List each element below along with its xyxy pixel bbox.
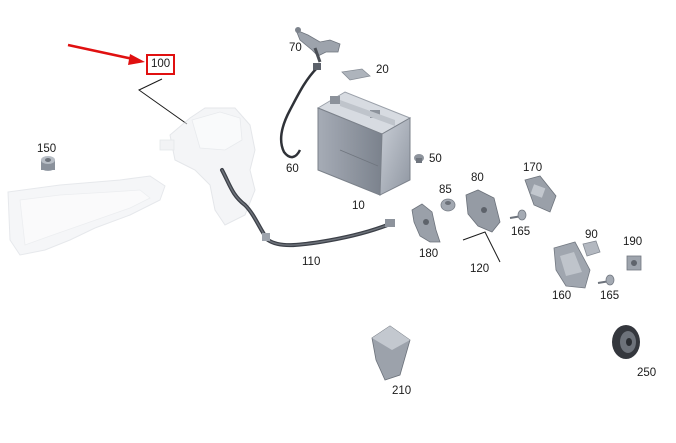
- callout-150[interactable]: 150: [37, 143, 57, 155]
- leader-line-100: [138, 78, 188, 125]
- part-110-cable[interactable]: [220, 168, 395, 248]
- part-100-housing[interactable]: [7, 107, 256, 256]
- part-85-nut[interactable]: [440, 198, 456, 212]
- callout-170[interactable]: 170: [523, 162, 543, 174]
- part-160-control-unit[interactable]: [553, 241, 591, 289]
- part-80-fuse-box[interactable]: [465, 189, 501, 233]
- part-70-terminal[interactable]: [295, 27, 341, 63]
- part-165-screw-b[interactable]: [597, 274, 615, 286]
- leader-line-120: [462, 231, 501, 263]
- callout-160[interactable]: 160: [552, 290, 572, 302]
- callout-20[interactable]: 20: [376, 64, 389, 76]
- part-250-speaker[interactable]: [612, 325, 640, 359]
- part-190-connector[interactable]: [626, 255, 642, 271]
- part-20-cover[interactable]: [341, 68, 371, 81]
- callout-60[interactable]: 60: [286, 163, 299, 175]
- callout-85[interactable]: 85: [439, 184, 452, 196]
- callout-165-a[interactable]: 165: [511, 226, 531, 238]
- callout-190[interactable]: 190: [623, 236, 643, 248]
- part-210-box[interactable]: [371, 325, 411, 381]
- callout-70[interactable]: 70: [289, 42, 302, 54]
- callout-110[interactable]: 110: [302, 256, 321, 268]
- pointer-arrow: [67, 43, 145, 65]
- callout-210[interactable]: 210: [392, 385, 412, 397]
- part-150-grommet[interactable]: [41, 156, 55, 171]
- callout-50[interactable]: 50: [429, 153, 442, 165]
- callout-165-b[interactable]: 165: [600, 290, 620, 302]
- part-50-clip[interactable]: [414, 154, 424, 163]
- part-170-module[interactable]: [524, 175, 557, 213]
- part-60-cable[interactable]: [279, 63, 321, 159]
- callout-100[interactable]: 100: [146, 54, 176, 75]
- callout-120[interactable]: 120: [470, 263, 490, 275]
- callout-250[interactable]: 250: [637, 367, 657, 379]
- callout-90[interactable]: 90: [585, 229, 598, 241]
- part-180-bracket[interactable]: [411, 203, 441, 243]
- callout-180[interactable]: 180: [419, 248, 439, 260]
- part-90-cap[interactable]: [582, 240, 601, 257]
- part-10-battery[interactable]: [316, 91, 412, 196]
- part-165-screw-a[interactable]: [509, 209, 527, 221]
- callout-80[interactable]: 80: [471, 172, 484, 184]
- callout-10[interactable]: 10: [352, 200, 365, 212]
